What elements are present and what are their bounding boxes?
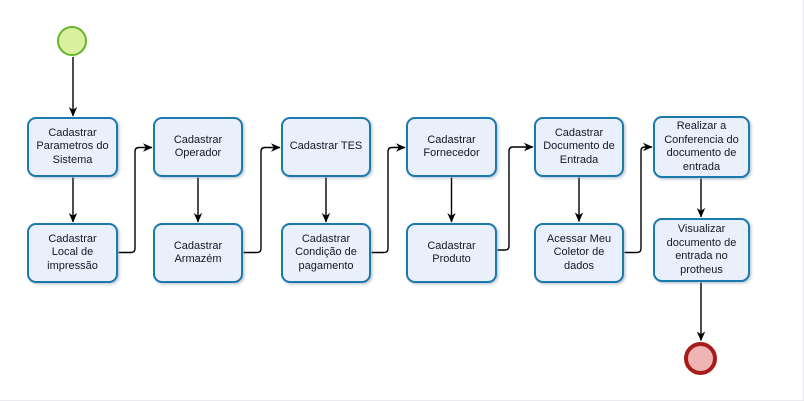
node-label: Cadastrar Fornecedor xyxy=(423,133,480,160)
node-label: Cadastrar Documento de Entrada xyxy=(543,126,615,166)
node-label: Cadastrar Parametros do Sistema xyxy=(36,126,109,166)
node-label: Cadastrar Local de impressão xyxy=(47,232,98,272)
flow-node-acessar-meu-coletor-de-dados[interactable]: Acessar Meu Coletor de dados xyxy=(534,223,624,283)
edge-armazem-to-tes xyxy=(243,143,281,254)
start-event-circle[interactable] xyxy=(57,26,87,56)
edge-produto-to-documento xyxy=(497,142,534,251)
flow-node-cadastrar-local-de-impressao[interactable]: Cadastrar Local de impressão xyxy=(27,223,118,283)
node-label: Cadastrar Operador xyxy=(173,133,223,160)
node-label: Visualizar documento de entrada no proth… xyxy=(666,223,737,276)
flow-node-cadastrar-tes[interactable]: Cadastrar TES xyxy=(281,117,371,177)
flow-node-cadastrar-condicao-de-pagamento[interactable]: Cadastrar Condição de pagamento xyxy=(281,223,371,283)
flow-node-realizar-conferencia-documento-entrada[interactable]: Realizar a Conferencia do documento de e… xyxy=(653,116,750,178)
flow-node-cadastrar-documento-de-entrada[interactable]: Cadastrar Documento de Entrada xyxy=(534,117,624,177)
edge-coletor-to-conferencia xyxy=(624,142,653,254)
node-label: Cadastrar Condição de pagamento xyxy=(295,232,357,272)
node-label: Realizar a Conferencia do documento de e… xyxy=(664,120,739,173)
flow-node-cadastrar-produto[interactable]: Cadastrar Produto xyxy=(406,223,497,283)
flow-node-cadastrar-fornecedor[interactable]: Cadastrar Fornecedor xyxy=(406,117,497,177)
end-event-circle[interactable] xyxy=(684,342,717,375)
flow-node-visualizar-documento-entrada-protheus[interactable]: Visualizar documento de entrada no proth… xyxy=(653,218,750,282)
node-label: Cadastrar Produto xyxy=(427,239,476,266)
node-label: Cadastrar Armazém xyxy=(173,239,223,266)
flow-node-cadastrar-parametros-do-sistema[interactable]: Cadastrar Parametros do Sistema xyxy=(27,117,118,177)
flow-node-cadastrar-armazem[interactable]: Cadastrar Armazém xyxy=(153,223,243,283)
edge-local-to-operador xyxy=(118,143,153,254)
flow-node-cadastrar-operador[interactable]: Cadastrar Operador xyxy=(153,117,243,177)
node-label: Cadastrar TES xyxy=(289,140,363,153)
edge-condicao-to-fornecedor xyxy=(371,143,406,254)
node-label: Acessar Meu Coletor de dados xyxy=(546,232,612,272)
